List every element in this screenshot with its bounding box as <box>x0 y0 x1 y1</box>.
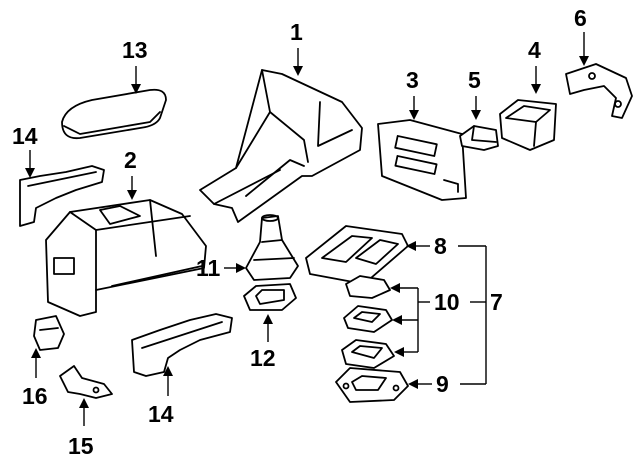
part-10-trim-plate-b <box>343 305 393 333</box>
part-16-clip <box>33 315 65 351</box>
callout-5-label: 5 <box>468 67 481 93</box>
callout-16-label: 16 <box>22 383 48 409</box>
arrow-15 <box>79 398 89 408</box>
arrow-14-lower <box>163 366 173 376</box>
part-5-switch <box>459 125 499 151</box>
callout-1-label: 1 <box>290 19 303 45</box>
arrow-11 <box>236 263 246 273</box>
part-4-pocket <box>499 99 557 151</box>
callout-12-label: 12 <box>250 345 276 371</box>
part-8-shifter-bezel <box>305 225 409 285</box>
callout-14-upper-label: 14 <box>12 123 38 149</box>
arrow-5 <box>471 110 481 120</box>
callout-13-label: 13 <box>122 37 148 63</box>
part-1-console-frame <box>199 69 363 223</box>
part-9-base-plate <box>335 367 409 403</box>
callout-8-label: 8 <box>434 233 447 259</box>
part-13-armrest-pad <box>61 88 167 140</box>
arrow-10-a <box>390 283 400 293</box>
part-12-boot-retainer <box>243 283 297 311</box>
part-10-trim-plate-c <box>341 339 395 369</box>
arrow-9 <box>408 379 418 389</box>
part-10-trim-plate-a <box>345 275 391 299</box>
arrow-4 <box>531 84 541 94</box>
arrow-2 <box>127 190 137 200</box>
arrow-13 <box>131 84 141 94</box>
arrow-16 <box>31 348 41 358</box>
callout-7-label: 7 <box>490 289 503 315</box>
arrow-14-upper <box>25 168 35 178</box>
callout-9-label: 9 <box>436 371 449 397</box>
callout-6-label: 6 <box>574 5 587 31</box>
arrow-6 <box>579 56 589 66</box>
callout-10-label: 10 <box>434 289 460 315</box>
arrow-3 <box>409 110 419 120</box>
callout-15-label: 15 <box>68 433 94 459</box>
arrow-10-c <box>394 347 404 357</box>
part-14-lower-side-trim <box>131 313 233 377</box>
callout-14-lower-label: 14 <box>148 401 174 427</box>
part-14-upper-side-trim <box>19 165 105 227</box>
arrow-1 <box>293 66 303 76</box>
part-11-shift-boot <box>245 214 299 281</box>
callout-4-label: 4 <box>528 37 541 63</box>
arrow-8 <box>406 241 416 251</box>
part-6-bracket <box>565 63 633 119</box>
arrow-10-b <box>392 315 402 325</box>
part-15-bracket <box>59 365 113 399</box>
callout-3-label: 3 <box>406 67 419 93</box>
part-3-bezel-panel <box>377 119 467 201</box>
callout-2-label: 2 <box>124 147 137 173</box>
part-2-console-body <box>45 199 207 317</box>
callout-11-label: 11 <box>196 255 221 281</box>
arrow-12 <box>263 314 273 324</box>
